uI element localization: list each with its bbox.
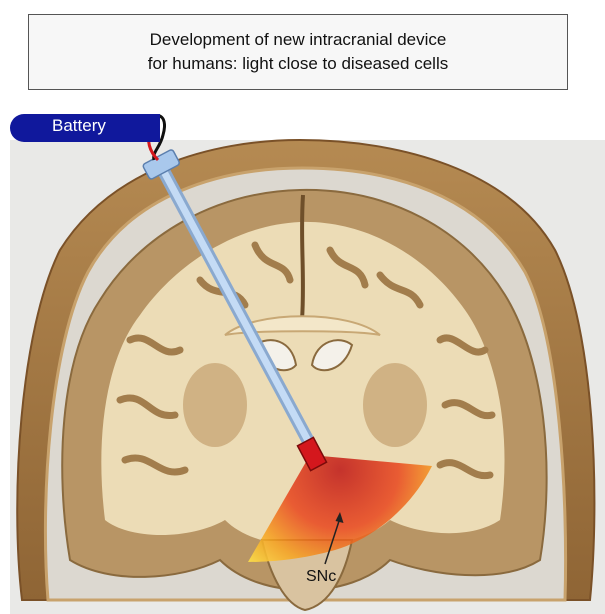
- snc-label: SNc: [306, 568, 336, 586]
- longitudinal-fissure: [302, 195, 303, 320]
- basal-ganglia-left: [183, 363, 247, 447]
- battery-label: Battery: [52, 116, 106, 136]
- basal-ganglia-right: [363, 363, 427, 447]
